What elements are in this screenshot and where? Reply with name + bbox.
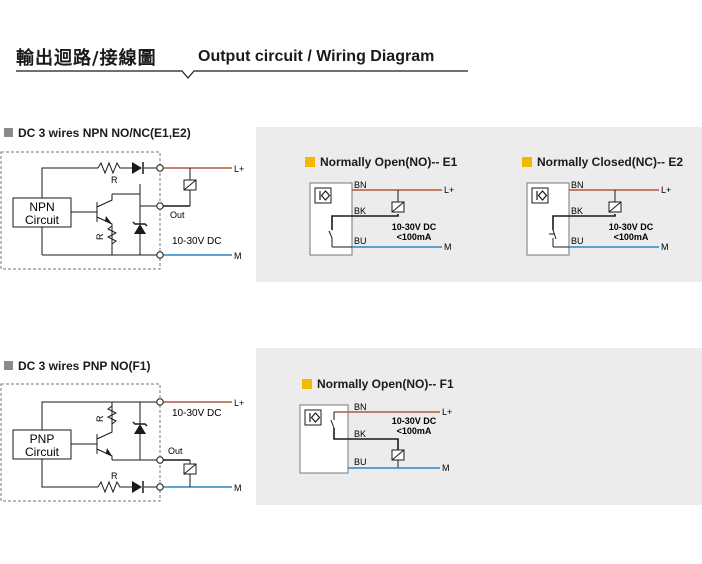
resistor-label: R — [95, 415, 105, 422]
npn-no-title-text: Normally Open(NO)-- E1 — [320, 155, 458, 169]
supply-label: 10-30V DC — [392, 222, 437, 232]
sensor-symbol-icon — [304, 409, 322, 426]
bk-label: BK — [354, 206, 366, 216]
m-label: M — [234, 483, 242, 493]
pnp-block-label: PNP — [30, 432, 55, 446]
sensor-symbol-diamond — [537, 190, 548, 201]
transistor-emitter-arrow — [106, 448, 112, 456]
sensor-symbol-icon — [531, 187, 549, 204]
current-label: <100mA — [397, 232, 432, 242]
supply-label: 10-30V DC — [172, 236, 221, 247]
m-label: M — [444, 242, 452, 252]
page-header: 輸出迴路/接線圖 Output circuit / Wiring Diagram — [16, 40, 468, 80]
terminal-out — [156, 202, 164, 210]
pnp-output-circuit: PNP Circuit R R L+ M Out 10-30V DC — [0, 383, 244, 502]
black-wire — [331, 214, 399, 230]
pnp-section-title: DC 3 wires PNP NO(F1) — [4, 359, 150, 373]
switch-contact-icon — [330, 419, 335, 429]
bn-label: BN — [571, 180, 584, 190]
terminal-m — [156, 251, 164, 259]
bn-label: BN — [354, 402, 367, 412]
section-bullet — [4, 128, 13, 137]
switch-contact-icon — [328, 230, 333, 239]
relay-diagonal — [391, 201, 405, 213]
m-label: M — [442, 463, 450, 473]
bu-label: BU — [354, 457, 367, 467]
relay-diagonal — [391, 449, 405, 461]
bk-label: BK — [571, 206, 583, 216]
black-wire — [552, 214, 616, 230]
circuit-block-label: Circuit — [25, 445, 60, 459]
subtitle-bullet — [302, 379, 312, 389]
transistor-emitter-arrow — [105, 216, 112, 224]
section-bullet — [4, 361, 13, 370]
npn-output-circuit: NPN Circuit R R L+ M Out 10-30V DC — [0, 151, 244, 270]
zener-bar — [132, 221, 148, 227]
lplus-label: L+ — [234, 398, 244, 408]
supply-label: 10-30V DC — [609, 222, 654, 232]
npn-block-label: NPN — [29, 200, 54, 214]
terminal-out — [156, 456, 164, 464]
lplus-label: L+ — [234, 164, 244, 174]
bu-label: BU — [354, 236, 367, 246]
relay-diagonal — [608, 201, 622, 213]
page-title-chinese: 輸出迴路/接線圖 — [16, 48, 157, 69]
pnp-section-title-text: DC 3 wires PNP NO(F1) — [18, 359, 151, 373]
sensor-symbol-icon — [314, 187, 332, 204]
black-wire — [333, 428, 399, 452]
relay-diagonal — [183, 179, 197, 191]
lplus-label: L+ — [444, 185, 454, 195]
terminal-m — [156, 483, 164, 491]
sensor-symbol-diamond — [320, 190, 331, 201]
page-title: Output circuit / Wiring Diagram — [198, 48, 435, 65]
terminal-lplus — [156, 164, 164, 172]
resistor-label: R — [111, 175, 118, 185]
npn-nc-title-text: Normally Closed(NC)-- E2 — [537, 155, 684, 169]
zener-bar — [132, 421, 148, 427]
bu-label: BU — [571, 236, 584, 246]
zener-diode-icon — [134, 224, 146, 234]
subtitle-bullet — [522, 157, 532, 167]
m-label: M — [661, 242, 669, 252]
sensor-housing-outline — [0, 383, 161, 502]
npn-nc-wiring-diagram: BN BK BU L+ M 10-30V DC <100mA — [526, 180, 671, 256]
m-label: M — [234, 251, 242, 261]
lplus-label: L+ — [661, 185, 671, 195]
current-label: <100mA — [397, 426, 432, 436]
zener-diode-icon — [134, 424, 146, 434]
npn-no-wiring-diagram: BN BK BU L+ M 10-30V DC <100mA — [309, 180, 454, 256]
subtitle-bullet — [305, 157, 315, 167]
header-underline — [16, 70, 468, 79]
out-label: Out — [170, 210, 185, 220]
lplus-label: L+ — [442, 407, 452, 417]
pnp-no-title: Normally Open(NO)-- F1 — [302, 377, 454, 391]
current-label: <100mA — [614, 232, 649, 242]
bk-label: BK — [354, 429, 366, 439]
npn-nc-title: Normally Closed(NC)-- E2 — [522, 155, 683, 169]
supply-label: 10-30V DC — [392, 416, 437, 426]
npn-section-title: DC 3 wires NPN NO/NC(E1,E2) — [4, 126, 191, 140]
sensor-symbol-diamond — [310, 412, 321, 423]
sensor-housing-outline — [0, 151, 161, 270]
bn-label: BN — [354, 180, 367, 190]
supply-label: 10-30V DC — [172, 408, 221, 419]
diode-icon — [132, 481, 142, 493]
terminal-lplus — [156, 398, 164, 406]
npn-no-title: Normally Open(NO)-- E1 — [305, 155, 457, 169]
pnp-no-wiring-diagram: BN BK BU L+ M 10-30V DC <100mA — [299, 402, 452, 474]
diode-icon — [132, 162, 142, 174]
relay-diagonal — [183, 463, 197, 475]
out-label: Out — [168, 446, 183, 456]
npn-section-title-text: DC 3 wires NPN NO/NC(E1,E2) — [18, 126, 191, 140]
circuit-block-label: Circuit — [25, 213, 60, 227]
resistor-label: R — [111, 471, 118, 481]
resistor-label: R — [95, 233, 105, 240]
pnp-no-title-text: Normally Open(NO)-- F1 — [317, 377, 454, 391]
